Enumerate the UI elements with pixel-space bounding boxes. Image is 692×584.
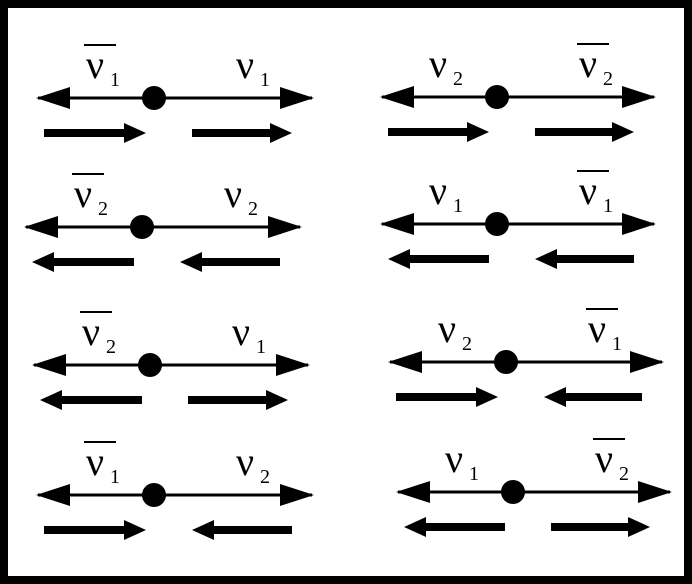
left-momentum-arrowhead — [380, 86, 414, 108]
left-momentum-arrowhead — [32, 354, 66, 376]
right-momentum-arrowhead — [276, 354, 310, 376]
left-momentum-arrowhead — [36, 484, 70, 506]
decay-vertex-dot — [485, 212, 509, 236]
right-spin-arrow-head — [544, 387, 566, 407]
right-spin-arrow-head — [192, 520, 214, 540]
right-spin-arrow-head — [612, 122, 634, 142]
flavor-subscript: 2 — [603, 68, 613, 90]
flavor-subscript: 1 — [110, 466, 120, 488]
left-spin-arrow-head — [124, 520, 146, 540]
flavor-subscript: 2 — [619, 463, 629, 485]
left-spin-arrow-head — [124, 123, 146, 143]
right-momentum-arrowhead — [268, 216, 302, 238]
decay-vertex-dot — [494, 350, 518, 374]
left-momentum-arrowhead — [36, 87, 70, 109]
decay-vertex-dot — [485, 85, 509, 109]
flavor-subscript: 1 — [256, 336, 266, 358]
right-spin-arrow-head — [180, 252, 202, 272]
left-spin-arrow-head — [476, 387, 498, 407]
nu-symbol: ν — [224, 171, 242, 216]
nu-symbol: ν — [445, 436, 463, 481]
nu-symbol: ν — [429, 168, 447, 213]
flavor-subscript: 2 — [453, 68, 463, 90]
left-spin-arrow-head — [40, 390, 62, 410]
left-spin-arrow-head — [388, 249, 410, 269]
nu-symbol: ν — [82, 309, 100, 354]
left-spin-arrow-head — [404, 517, 426, 537]
decay-vertex-dot — [130, 215, 154, 239]
nu-symbol: ν — [595, 436, 613, 481]
flavor-subscript: 2 — [462, 333, 472, 355]
nu-symbol: ν — [236, 439, 254, 484]
left-spin-arrow-head — [32, 252, 54, 272]
decay-vertex-dot — [138, 353, 162, 377]
nu-symbol: ν — [86, 42, 104, 87]
flavor-subscript: 2 — [98, 198, 108, 220]
nu-symbol: ν — [579, 168, 597, 213]
decay-vertex-dot — [501, 480, 525, 504]
nu-symbol: ν — [232, 309, 250, 354]
right-momentum-arrowhead — [622, 86, 656, 108]
flavor-subscript: 1 — [453, 195, 463, 217]
right-momentum-arrowhead — [638, 481, 672, 503]
flavor-subscript: 2 — [260, 466, 270, 488]
left-momentum-arrowhead — [396, 481, 430, 503]
diagram-background — [8, 8, 684, 576]
nu-symbol: ν — [588, 306, 606, 351]
left-momentum-arrowhead — [388, 351, 422, 373]
flavor-subscript: 1 — [110, 69, 120, 91]
decay-vertex-dot — [142, 86, 166, 110]
flavor-subscript: 2 — [106, 336, 116, 358]
left-momentum-arrowhead — [24, 216, 58, 238]
nu-symbol: ν — [86, 439, 104, 484]
nu-symbol: ν — [429, 41, 447, 86]
left-momentum-arrowhead — [380, 213, 414, 235]
nu-symbol: ν — [236, 42, 254, 87]
flavor-subscript: 1 — [603, 195, 613, 217]
nu-symbol: ν — [579, 41, 597, 86]
decay-vertex-dot — [142, 483, 166, 507]
left-spin-arrow-head — [467, 122, 489, 142]
right-momentum-arrowhead — [622, 213, 656, 235]
flavor-subscript: 2 — [248, 198, 258, 220]
right-momentum-arrowhead — [630, 351, 664, 373]
right-spin-arrow-head — [535, 249, 557, 269]
flavor-subscript: 1 — [469, 463, 479, 485]
flavor-subscript: 1 — [260, 69, 270, 91]
flavor-subscript: 1 — [612, 333, 622, 355]
nu-symbol: ν — [438, 306, 456, 351]
right-momentum-arrowhead — [280, 484, 314, 506]
right-spin-arrow-head — [628, 517, 650, 537]
right-spin-arrow-head — [266, 390, 288, 410]
right-spin-arrow-head — [270, 123, 292, 143]
nu-symbol: ν — [74, 171, 92, 216]
right-momentum-arrowhead — [280, 87, 314, 109]
